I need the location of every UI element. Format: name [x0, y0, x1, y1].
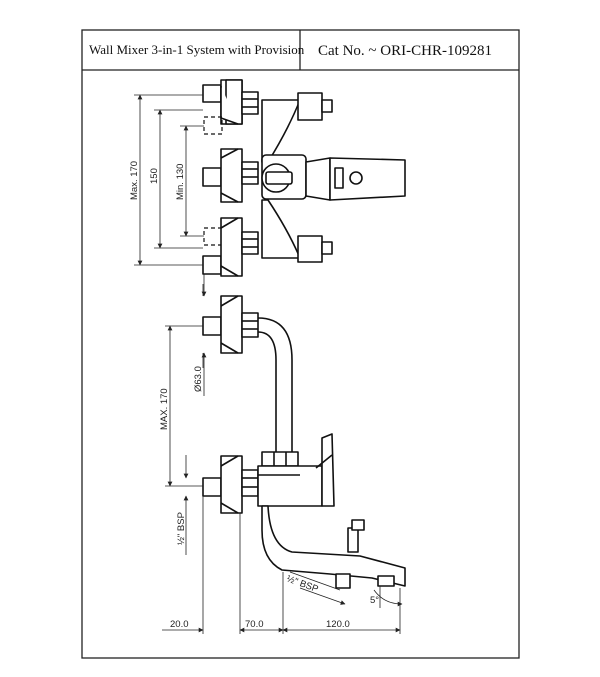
front-view-dimensions: Max. 170 150 Min. 130 — [129, 94, 204, 266]
dim-min-130: Min. 130 — [175, 164, 186, 200]
dim-dia-63: Ø63.0 — [193, 366, 204, 392]
dim-150: 150 — [149, 168, 160, 184]
shower-riser-pipe — [257, 317, 293, 452]
side-mixer-body — [257, 465, 323, 507]
dim-120: 120.0 — [326, 619, 350, 630]
diverter-handle — [305, 157, 331, 201]
dim-max-170-top: Max. 170 — [129, 161, 140, 200]
dim-20: 20.0 — [170, 619, 189, 630]
dim-angle-5: 5° — [370, 595, 379, 606]
side-view — [202, 295, 406, 589]
dim-max-170-side: MAX. 170 — [159, 388, 170, 430]
title-block: Wall Mixer 3-in-1 System with Provision … — [82, 30, 519, 71]
bath-spout — [261, 505, 406, 587]
front-view — [202, 79, 406, 277]
product-description: Wall Mixer 3-in-1 System with Provision — [89, 42, 305, 57]
mixer-body — [261, 99, 301, 163]
dim-bsp-vertical: ½" BSP — [176, 512, 187, 545]
single-lever — [321, 433, 335, 507]
dim-70: 70.0 — [245, 619, 264, 630]
catalog-number: Cat No. ~ ORI-CHR-109281 — [318, 43, 492, 59]
